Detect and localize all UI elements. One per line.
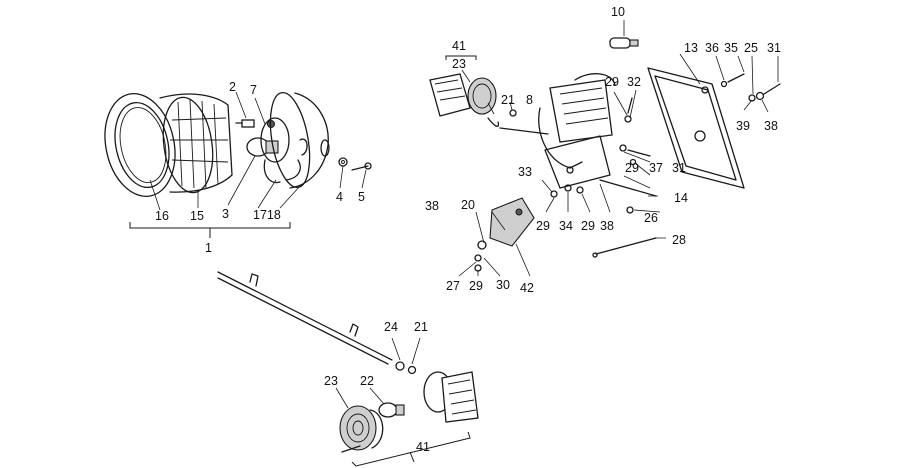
rear-reflector bbox=[474, 184, 584, 272]
callout-29-b: 29 bbox=[625, 161, 639, 175]
plate-fasteners bbox=[619, 73, 781, 214]
callout-13: 13 bbox=[684, 41, 698, 55]
callout-5: 5 bbox=[358, 190, 365, 204]
callout-4: 4 bbox=[336, 190, 343, 204]
callout-31-b: 31 bbox=[672, 161, 686, 175]
callout-29-a: 29 bbox=[605, 75, 619, 89]
license-plate-holder bbox=[647, 67, 745, 189]
group-bracket-41-lower bbox=[351, 431, 471, 467]
callout-10: 10 bbox=[611, 5, 625, 19]
callout-22: 22 bbox=[360, 374, 374, 388]
group-bracket-41-upper bbox=[445, 55, 477, 60]
callout-39: 39 bbox=[736, 119, 750, 133]
callout-7: 7 bbox=[250, 83, 257, 97]
callout-21-lower: 21 bbox=[414, 320, 428, 334]
callout-29-d: 29 bbox=[581, 219, 595, 233]
callout-24: 24 bbox=[384, 320, 398, 334]
callout-16: 16 bbox=[155, 209, 169, 223]
callout-2: 2 bbox=[229, 80, 236, 94]
headlamp-assembly bbox=[104, 91, 372, 238]
callout-33: 33 bbox=[518, 165, 532, 179]
callout-1718: 1718 bbox=[253, 208, 281, 222]
callout-20: 20 bbox=[461, 198, 475, 212]
lower-lamp-lens bbox=[339, 405, 384, 451]
tail-lamp-body bbox=[538, 73, 616, 169]
callout-14: 14 bbox=[674, 191, 688, 205]
lower-lamp-housing bbox=[423, 371, 479, 423]
callout-1: 1 bbox=[205, 241, 212, 255]
support-rod bbox=[217, 271, 393, 365]
callout-41-upper: 41 bbox=[452, 39, 466, 53]
callout-labels: 1 2 3 4 5 7 8 10 13 14 15 16 1718 20 21 … bbox=[155, 5, 781, 454]
callout-30: 30 bbox=[496, 278, 510, 292]
callout-38-a: 38 bbox=[764, 119, 778, 133]
callout-23-upper: 23 bbox=[452, 57, 466, 71]
mounting-bracket bbox=[499, 127, 657, 197]
callout-21-upper: 21 bbox=[501, 93, 515, 107]
callout-8: 8 bbox=[526, 93, 533, 107]
callout-32: 32 bbox=[627, 75, 641, 89]
group-bracket-1 bbox=[129, 222, 291, 238]
lower-lamp-screw bbox=[341, 445, 361, 453]
callout-28: 28 bbox=[672, 233, 686, 247]
callout-31-a: 31 bbox=[767, 41, 781, 55]
callout-38-b: 38 bbox=[425, 199, 439, 213]
callout-41-lower: 41 bbox=[416, 440, 430, 454]
callout-42: 42 bbox=[520, 281, 534, 295]
callout-29-e: 29 bbox=[469, 279, 483, 293]
rear-rod bbox=[592, 237, 657, 258]
callout-38-c: 38 bbox=[600, 219, 614, 233]
bulb-holder-plate bbox=[260, 117, 290, 184]
callout-37: 37 bbox=[649, 161, 663, 175]
rear-light-assembly bbox=[429, 20, 781, 277]
callout-29-c: 29 bbox=[536, 219, 550, 233]
headlamp-shell bbox=[269, 91, 330, 189]
callout-27: 27 bbox=[446, 279, 460, 293]
callout-34: 34 bbox=[559, 219, 573, 233]
shell-fastener bbox=[338, 157, 372, 171]
rear-bulb bbox=[609, 20, 639, 49]
callout-25: 25 bbox=[744, 41, 758, 55]
lower-lamp-assembly bbox=[217, 271, 479, 467]
headlamp-lens-reflector bbox=[159, 93, 233, 194]
callout-15: 15 bbox=[190, 209, 204, 223]
callout-3: 3 bbox=[222, 207, 229, 221]
callout-35: 35 bbox=[724, 41, 738, 55]
callout-23-lower: 23 bbox=[324, 374, 338, 388]
callout-26: 26 bbox=[644, 211, 658, 225]
lower-lamp-bulb bbox=[378, 402, 405, 418]
callout-36: 36 bbox=[705, 41, 719, 55]
small-lamp-unit-upper bbox=[429, 73, 517, 128]
